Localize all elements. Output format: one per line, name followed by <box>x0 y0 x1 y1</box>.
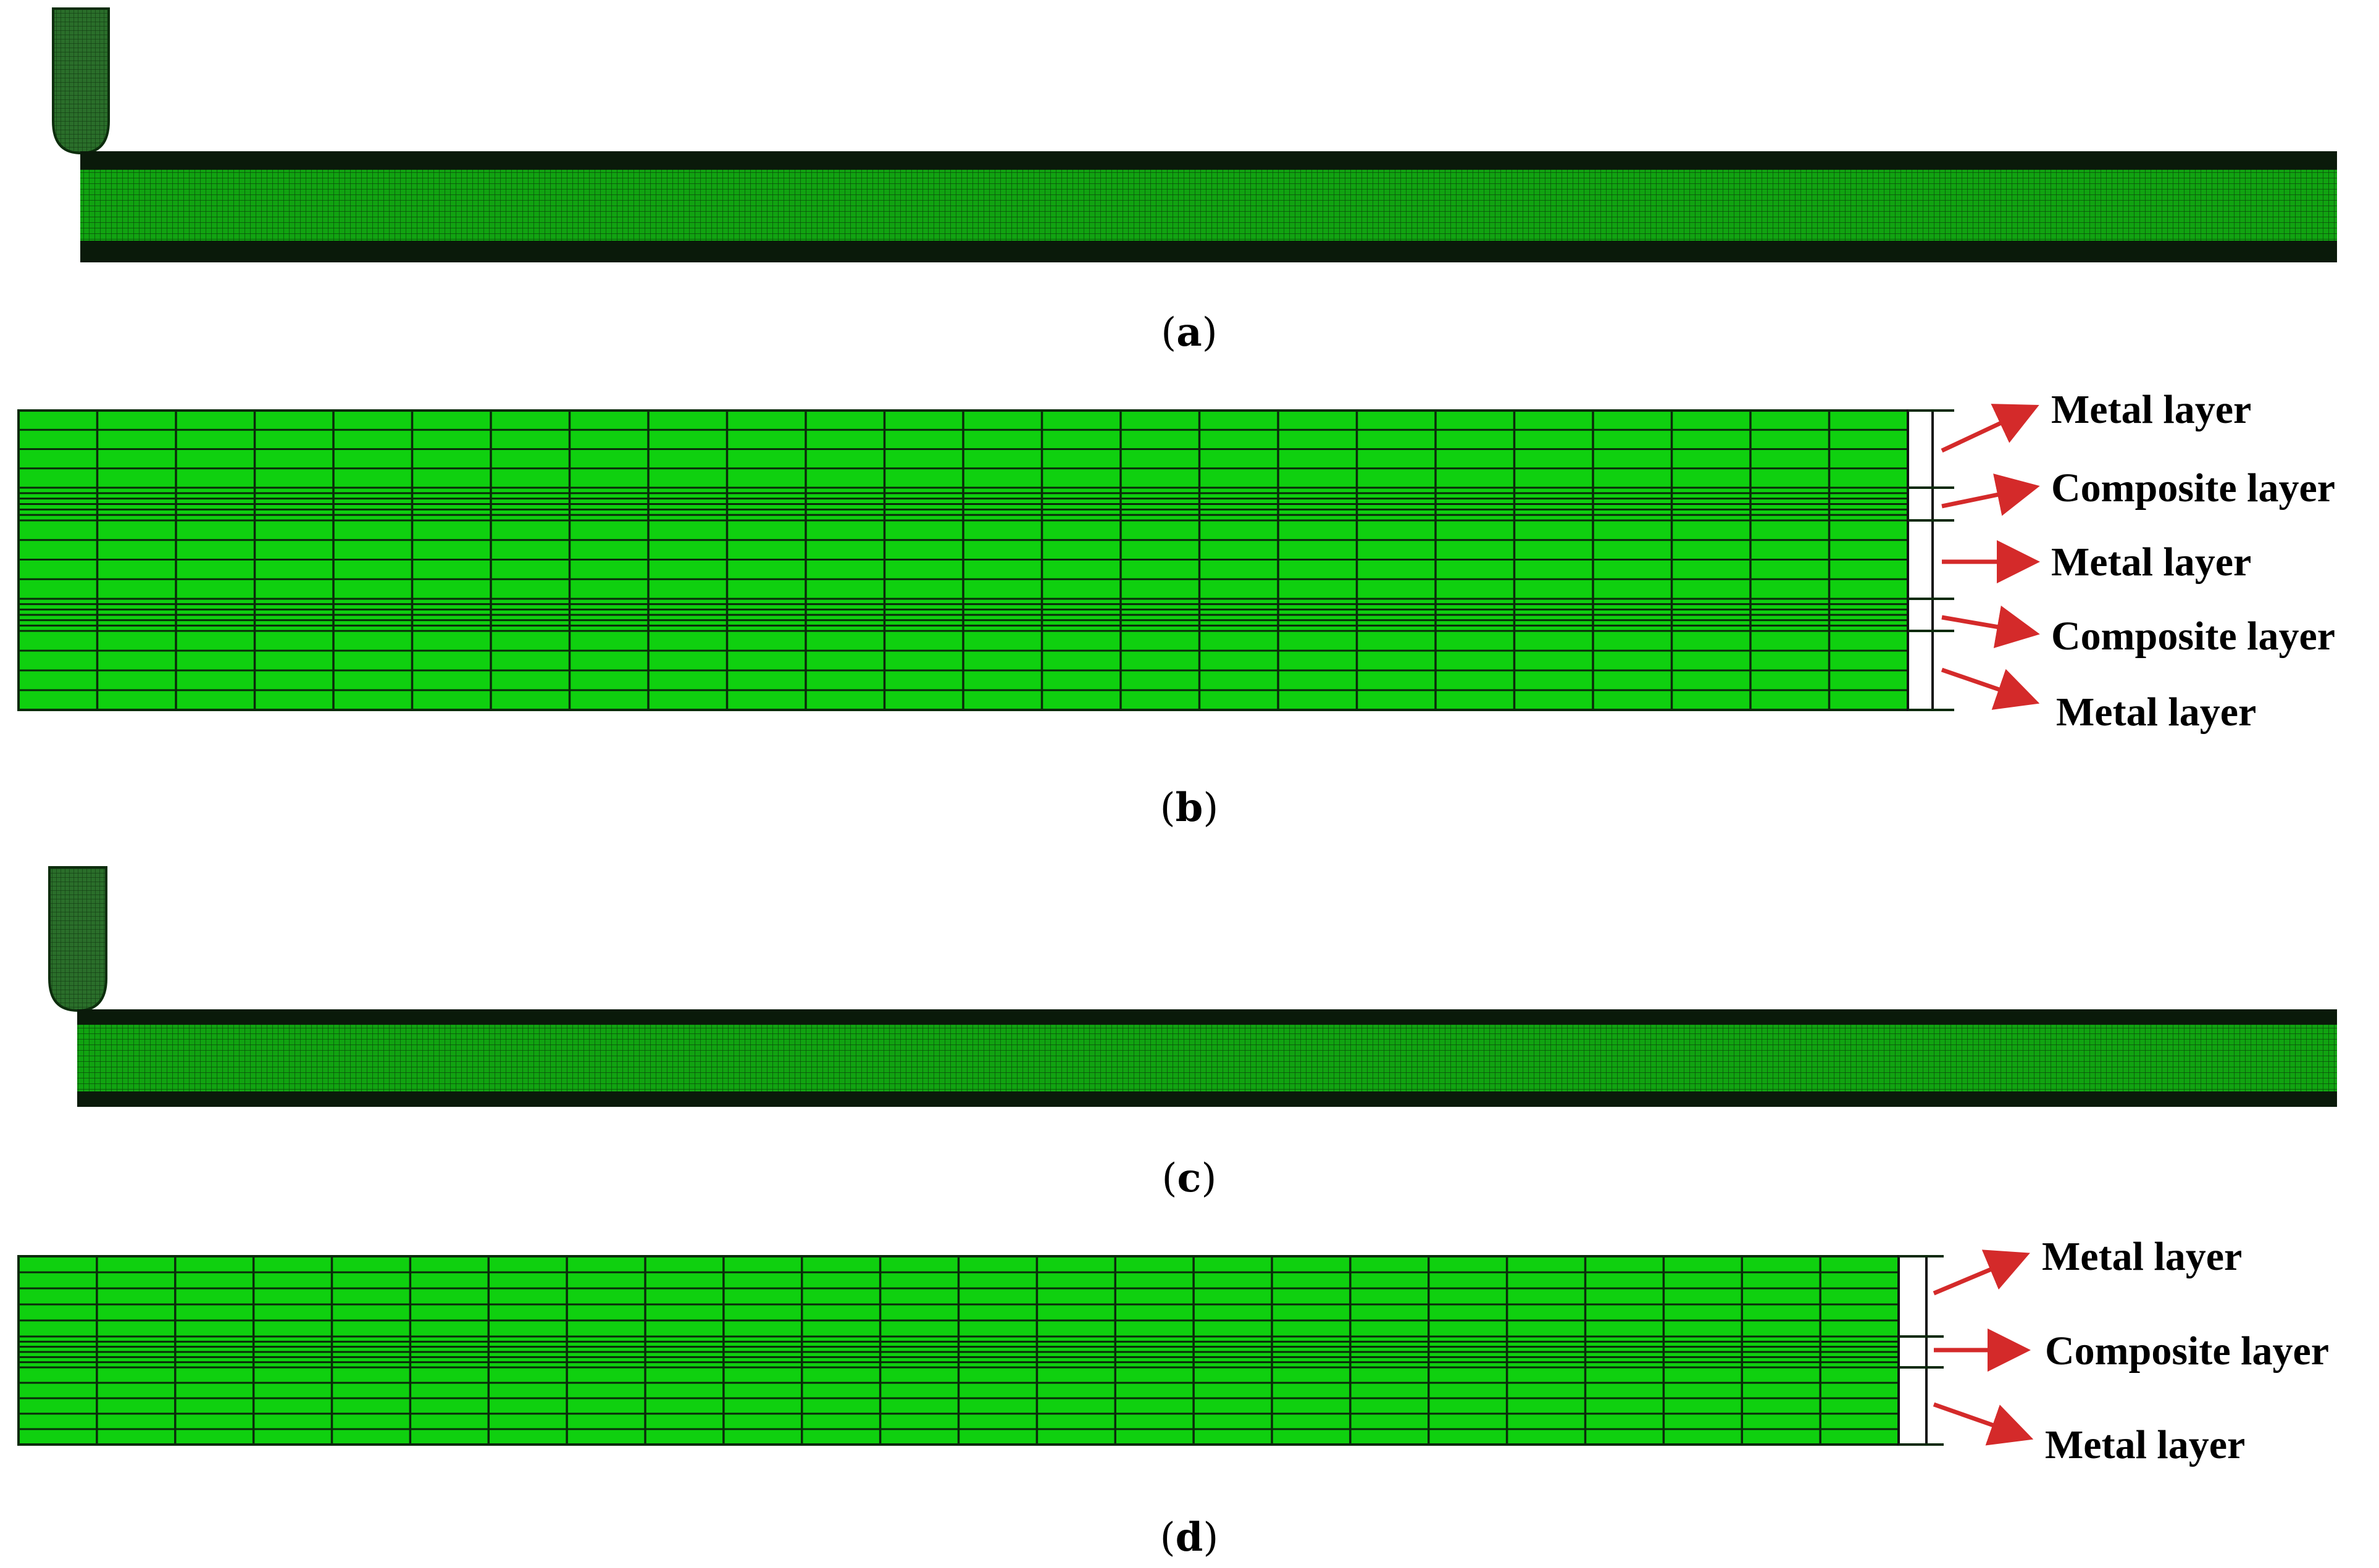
label-b-1: Metal layer <box>2051 387 2251 432</box>
caption-b: (b) <box>1160 785 1219 831</box>
label-d-2: Composite layer <box>2045 1328 2329 1374</box>
arrow-b-1 <box>1941 404 2039 453</box>
laminate-bottom-band-c <box>77 1091 2337 1107</box>
mesh-grid-d <box>19 1256 1899 1445</box>
impactor-a <box>52 7 110 155</box>
panel-c-overview: (c) <box>48 866 2337 1201</box>
label-b-3: Metal layer <box>2051 540 2251 585</box>
arrow-b-2 <box>1941 473 2040 516</box>
label-d-1: Metal layer <box>2042 1234 2242 1279</box>
arrow-b-4 <box>1941 605 2040 648</box>
layer-ticks-b <box>1908 409 1954 711</box>
label-b-2: Composite layer <box>2051 465 2335 511</box>
layer-labels-d: Metal layer Composite layer Metal layer <box>1933 1234 2329 1467</box>
label-b-5: Metal layer <box>2056 690 2256 735</box>
caption-c: (c) <box>1162 1155 1217 1201</box>
caption-d: (d) <box>1160 1514 1219 1561</box>
label-d-3: Metal layer <box>2045 1422 2245 1467</box>
thickness-strip-d <box>1897 1255 1928 1446</box>
impactor-c <box>48 866 107 1012</box>
label-b-4: Composite layer <box>2051 614 2335 659</box>
caption-a: (a) <box>1161 309 1217 356</box>
panel-a-overview: (a) <box>52 7 2337 356</box>
laminate-core-a <box>80 170 2337 241</box>
arrow-d-1 <box>1933 1249 2030 1296</box>
arrow-b-5 <box>1941 667 2040 710</box>
layer-labels-b: Metal layer Composite layer Metal layer … <box>1941 387 2335 735</box>
laminate-top-band-a <box>80 151 2337 170</box>
mesh-grid-b <box>19 411 1908 710</box>
panel-b-detail: Metal layer Composite layer Metal layer … <box>17 387 2335 831</box>
laminate-bottom-band-a <box>80 241 2337 262</box>
layer-ticks-d <box>1899 1255 1944 1446</box>
panel-d-detail: Metal layer Composite layer Metal layer … <box>17 1234 2329 1561</box>
laminate-top-band-c <box>77 1009 2337 1025</box>
thickness-strip-b <box>1907 409 1934 711</box>
arrow-d-3 <box>1933 1402 2034 1446</box>
laminate-core-c <box>77 1025 2337 1091</box>
